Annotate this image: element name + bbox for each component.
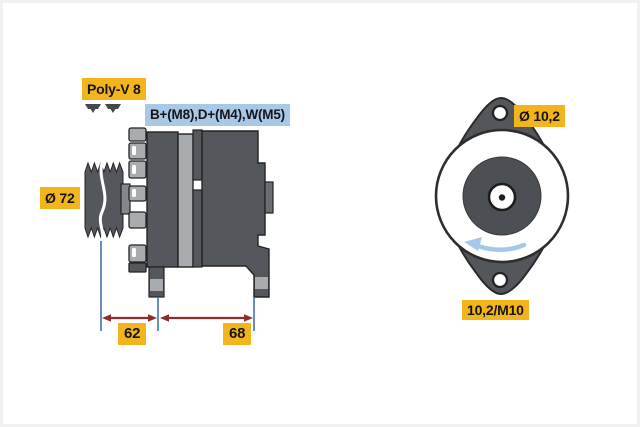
housing-separator	[192, 129, 203, 268]
bottom-flange-hole	[491, 271, 509, 289]
alternator-front-view	[434, 96, 570, 296]
shaft-center	[498, 194, 506, 201]
dimension-62-label: 62	[118, 323, 147, 345]
mounting-hole-label: 10,2/M10	[462, 300, 529, 320]
alternator-side-view	[84, 104, 274, 331]
poly-v-belt-icon	[85, 104, 121, 113]
pulley-diameter-label: Ø 72	[40, 187, 80, 209]
rotation-direction-arrow-icon	[464, 237, 527, 252]
front-housing	[146, 131, 179, 298]
top-flange-hole	[491, 104, 509, 122]
terminal-block	[264, 181, 274, 214]
dimension-68-label: 68	[223, 323, 252, 345]
break-line	[98, 158, 107, 242]
flange-hole-diameter-label: Ø 10,2	[514, 105, 565, 127]
terminals-label: B+(M8),D+(M4),W(M5)	[145, 104, 290, 126]
stator	[177, 133, 194, 268]
fan	[128, 127, 147, 273]
pulley	[84, 158, 124, 242]
dimension-arrows	[102, 314, 253, 322]
rear-housing	[201, 130, 274, 298]
belt-type-label: Poly-V 8	[82, 78, 146, 100]
dimension-extension-lines	[100, 241, 255, 331]
